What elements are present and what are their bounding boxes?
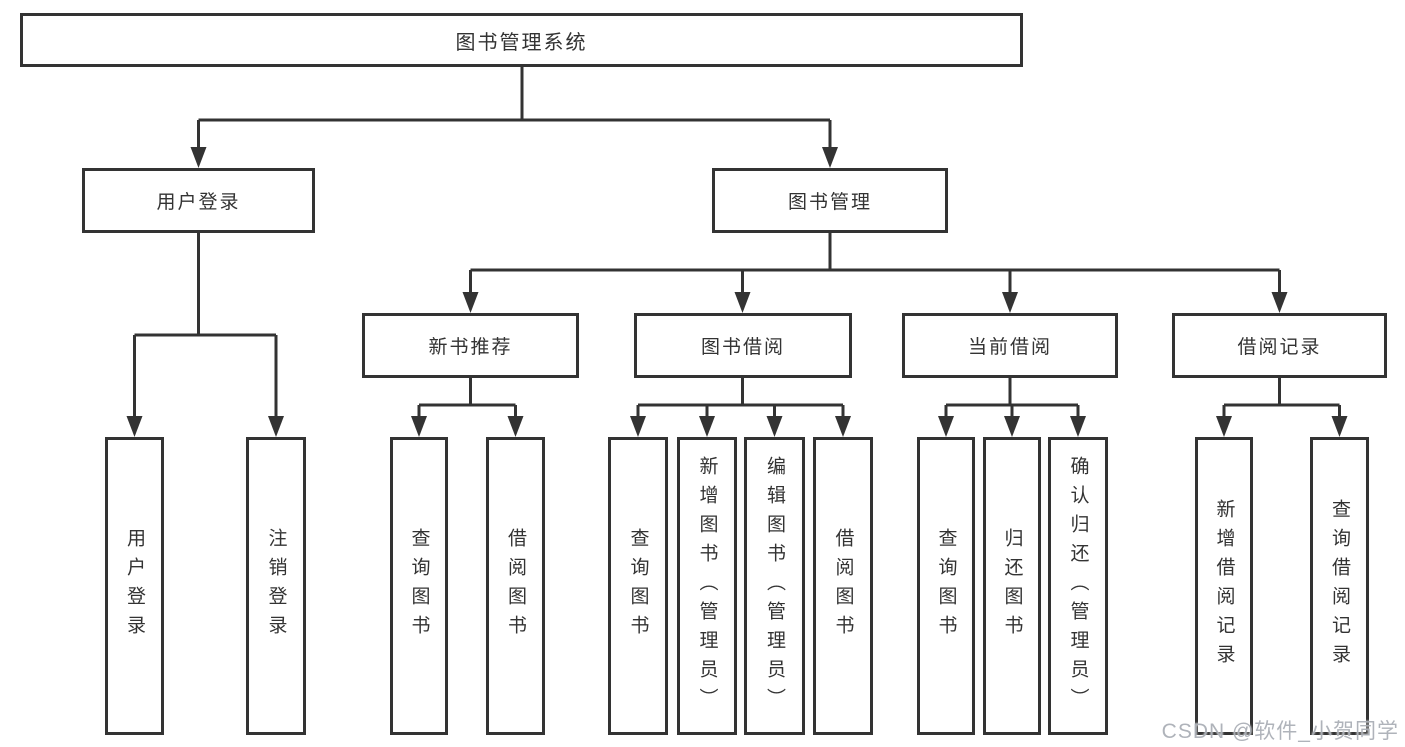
node-root-system: 图书管理系统 [20,13,1023,67]
leaf-borrow-books-borrow-label: 借阅图书 [832,528,854,644]
leaf-add-book-admin: 新增图书（管理员） [677,437,737,735]
leaf-borrow-books-newbook: 借阅图书 [486,437,545,735]
leaf-logout: 注销登录 [246,437,306,735]
leaf-return-book-label: 归还图书 [1001,528,1023,644]
node-current-borrow: 当前借阅 [902,313,1118,378]
leaf-query-books-newbook-label: 查询图书 [408,528,430,644]
node-user-login: 用户登录 [82,168,315,233]
node-current-borrow-label: 当前借阅 [967,337,1052,358]
node-book-management: 图书管理 [712,168,948,233]
leaf-borrow-books-newbook-label: 借阅图书 [505,528,526,644]
node-new-book-recommend: 新书推荐 [362,313,579,378]
leaf-confirm-return-admin-label: 确认归还（管理员） [1067,455,1089,717]
leaf-user-login: 用户登录 [105,437,164,735]
node-borrow-records-label: 借阅记录 [1237,337,1322,358]
leaf-edit-book-admin-label: 编辑图书（管理员） [764,455,785,717]
leaf-query-books-borrow-label: 查询图书 [627,528,649,644]
leaf-add-borrow-record-label: 新增借阅记录 [1213,499,1235,673]
node-new-book-recommend-label: 新书推荐 [428,337,513,358]
leaf-query-books-current: 查询图书 [917,437,975,735]
leaf-query-books-current-label: 查询图书 [935,528,957,644]
leaf-query-books-newbook: 查询图书 [390,437,448,735]
leaf-user-login-label: 用户登录 [124,528,145,644]
leaf-edit-book-admin: 编辑图书（管理员） [744,437,805,735]
leaf-query-borrow-record-label: 查询借阅记录 [1329,499,1350,673]
node-book-borrow: 图书借阅 [634,313,852,378]
node-book-management-label: 图书管理 [787,192,872,213]
leaf-confirm-return-admin: 确认归还（管理员） [1048,437,1108,735]
leaf-logout-label: 注销登录 [265,528,287,644]
leaf-borrow-books-borrow: 借阅图书 [813,437,873,735]
leaf-query-borrow-record: 查询借阅记录 [1310,437,1369,735]
node-borrow-records: 借阅记录 [1172,313,1387,378]
node-user-login-label: 用户登录 [156,192,241,213]
csdn-watermark: CSDN @软件_小贺同学 [1161,720,1399,743]
leaf-add-borrow-record: 新增借阅记录 [1195,437,1253,735]
leaf-query-books-borrow: 查询图书 [608,437,668,735]
leaf-return-book: 归还图书 [983,437,1041,735]
leaf-add-book-admin-label: 新增图书（管理员） [696,455,718,717]
node-book-borrow-label: 图书借阅 [700,337,785,358]
node-root-label: 图书管理系统 [455,31,588,54]
